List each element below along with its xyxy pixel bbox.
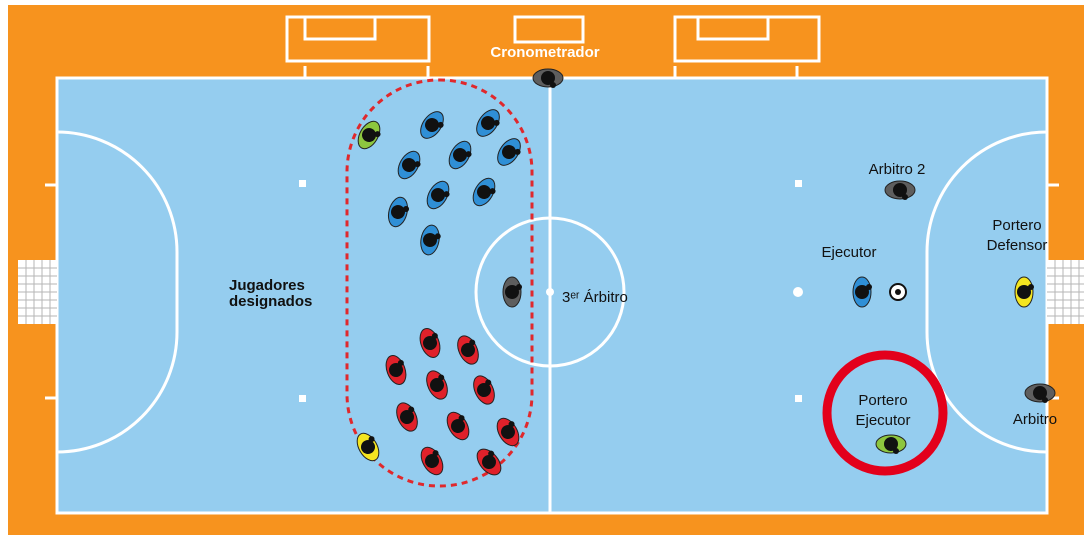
player-icon-goalkeeper-taker — [875, 434, 907, 454]
player-icon-designated-blue — [476, 109, 500, 137]
referee2-label: Arbitro 2 — [869, 161, 926, 178]
player-icon-designated-red — [473, 375, 495, 405]
player-icon-designated-red — [476, 448, 502, 476]
designated-label-line2: designados — [229, 293, 312, 310]
player-icon-designated-yellow-keeper — [356, 432, 380, 462]
goalkeeper-defender-label-line1: Portero — [992, 217, 1041, 234]
player-icon-designated-blue — [472, 177, 496, 207]
goalkeeper-taker-label-line1: Portero — [858, 392, 907, 409]
center-circle — [474, 216, 626, 368]
penalty-area-left — [56, 130, 179, 454]
third-referee-label: 3ᵉʳ Árbitro — [562, 289, 628, 306]
figures-layer — [356, 68, 1056, 476]
timekeeper-table — [513, 15, 585, 44]
referee-icon-referee2 — [884, 180, 916, 200]
goal-net-icon — [1047, 260, 1084, 324]
player-icon-designated-blue — [387, 196, 410, 228]
player-icon-designated-red — [446, 411, 470, 441]
penalty-area-right — [925, 130, 1048, 454]
player-icon-designated-blue — [397, 150, 421, 180]
timekeeper-label: Cronometrador — [490, 44, 599, 61]
player-icon-designated-blue — [420, 111, 444, 139]
taker-label: Ejecutor — [821, 244, 876, 261]
player-icon-designated-green-keeper — [357, 120, 381, 150]
player-icon-designated-blue — [497, 138, 521, 166]
ball-icon — [889, 283, 907, 301]
player-icon-designated-red — [426, 370, 448, 400]
player-icon-goalkeeper-defender — [1014, 276, 1034, 308]
designated-label-line1: Jugadores — [229, 277, 305, 294]
bench-zone-right-inner — [696, 15, 770, 41]
player-icon-designated-red — [419, 328, 441, 358]
player-icon-designated-red — [496, 417, 520, 447]
highlight-circle — [822, 350, 948, 476]
goal-net-icon — [18, 260, 57, 324]
referee-icon-third-referee — [502, 276, 522, 308]
player-icon-designated-blue — [420, 224, 441, 256]
player-icon-designated-red — [457, 335, 479, 365]
player-icon-designated-blue — [426, 180, 450, 210]
player-icon-designated-red — [385, 355, 407, 385]
goalkeeper-taker-label-line2: Ejecutor — [855, 412, 910, 429]
referee-icon-referee — [1024, 383, 1056, 403]
player-icon-designated-red — [396, 402, 418, 432]
referee-label: Arbitro — [1013, 411, 1057, 428]
center-spot — [546, 288, 554, 296]
referee-icon-timekeeper — [532, 68, 564, 88]
bench-zone-left-inner — [303, 15, 377, 41]
player-icon-designated-blue — [448, 140, 472, 170]
penalty-spots — [299, 180, 803, 402]
player-icon-designated-red — [420, 446, 444, 476]
designated-players-zone — [345, 78, 534, 488]
player-icon-taker — [852, 276, 872, 308]
goalkeeper-defender-label-line2: Defensor — [987, 237, 1048, 254]
